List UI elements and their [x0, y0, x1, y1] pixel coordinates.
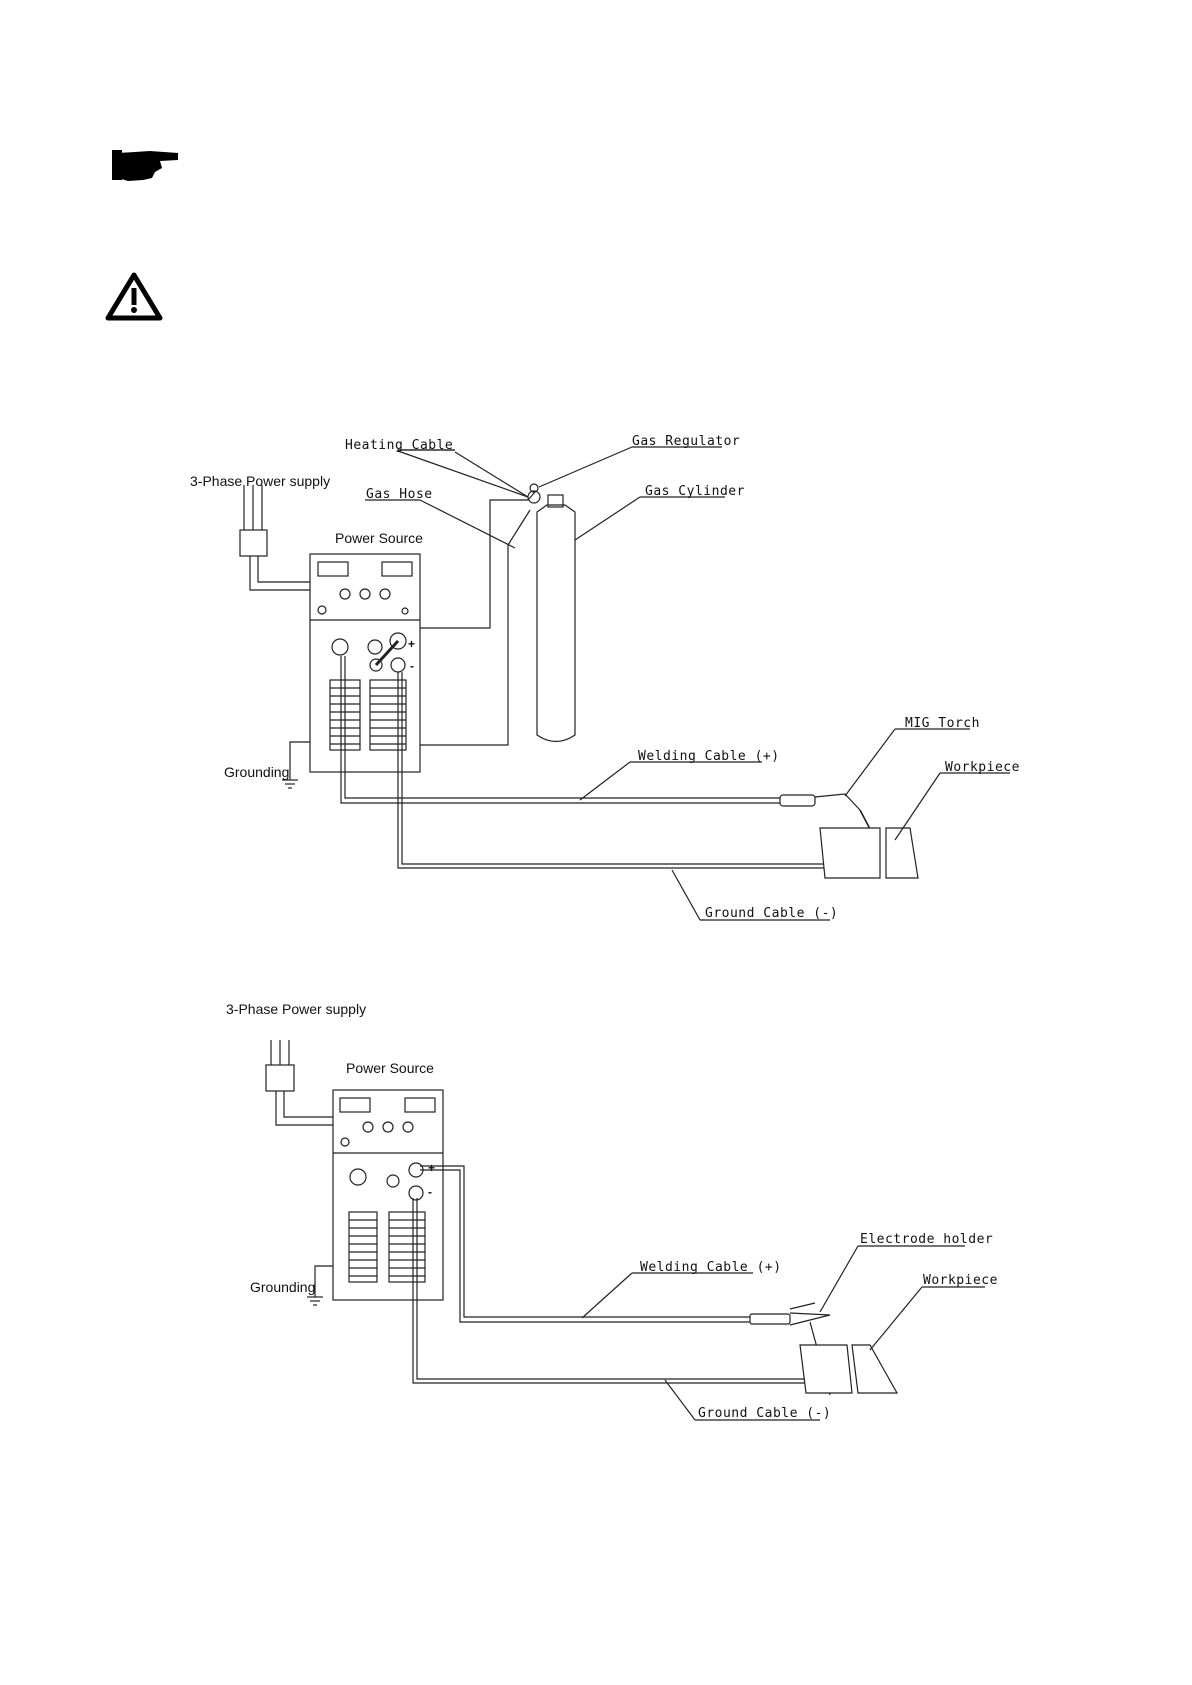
heating-cable-label: Heating Cable	[345, 438, 453, 453]
plus-terminal-mark-1: +	[408, 637, 415, 651]
ground-cable-2	[413, 1198, 815, 1383]
welding-cable-label-2: Welding Cable (+)	[640, 1260, 782, 1275]
mig-connection-diagram	[240, 447, 1010, 920]
power-source-unit-2	[333, 1090, 443, 1300]
workpiece-label-2: Workpiece	[923, 1273, 998, 1288]
power-supply-label-1: 3-Phase Power supply	[190, 473, 330, 489]
power-supply-wires-2	[266, 1040, 333, 1125]
mma-connection-diagram	[266, 1040, 985, 1420]
gas-cylinder-label: Gas Cylinder	[645, 484, 745, 499]
power-source-unit-1	[310, 554, 420, 772]
welding-cable-label-1: Welding Cable (+)	[638, 749, 780, 764]
ground-cable-label-2: Ground Cable (-)	[698, 1406, 831, 1421]
ground-cable-1	[398, 672, 835, 868]
minus-terminal-mark-2: -	[428, 1185, 432, 1199]
plus-terminal-mark-2: +	[428, 1161, 435, 1175]
gas-cylinder-1	[528, 484, 575, 742]
warning-triangle-icon	[108, 275, 160, 318]
power-source-label-1: Power Source	[335, 530, 423, 546]
grounding-label-1: Grounding	[224, 764, 289, 780]
power-supply-wires-1	[240, 485, 310, 590]
gas-hose-label: Gas Hose	[366, 487, 433, 502]
workpiece-1	[820, 828, 918, 878]
mig-torch-label: MIG Torch	[905, 716, 980, 731]
power-source-label-2: Power Source	[346, 1060, 434, 1076]
electrode-holder-label: Electrode holder	[860, 1232, 993, 1247]
grounding-label-2: Grounding	[250, 1279, 315, 1295]
minus-terminal-mark-1: -	[410, 659, 414, 673]
workpiece-2	[800, 1345, 897, 1393]
pointing-hand-icon	[112, 150, 178, 181]
ground-cable-label-1: Ground Cable (-)	[705, 906, 838, 921]
power-supply-label-2: 3-Phase Power supply	[226, 1001, 366, 1017]
workpiece-label-1: Workpiece	[945, 760, 1020, 775]
gas-regulator-label: Gas Regulator	[632, 434, 740, 449]
heating-cable-line	[420, 492, 535, 628]
welding-cable-2	[420, 1170, 750, 1322]
